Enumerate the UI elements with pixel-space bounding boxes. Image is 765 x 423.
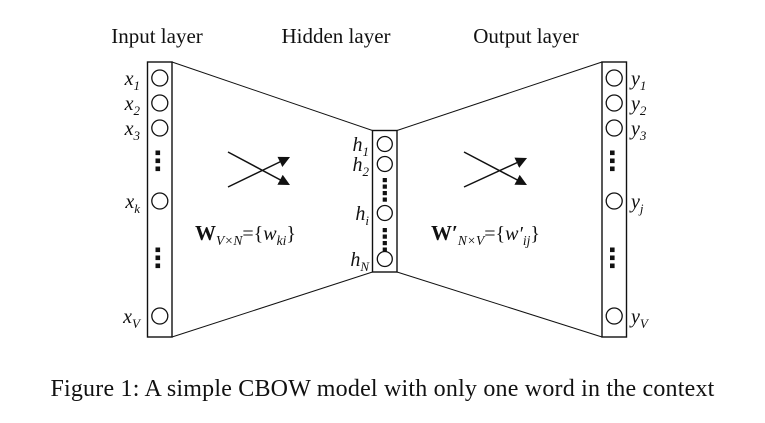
output-node-circle — [605, 307, 623, 325]
ellipsis-dots — [610, 247, 615, 269]
connector-hidden-output-top — [396, 61, 603, 131]
hidden-layer-title: Hidden layer — [281, 24, 390, 48]
connector-input-hidden-top — [171, 61, 373, 131]
connector-hidden-output-bottom — [396, 271, 603, 338]
input-node-label: x3 — [124, 118, 141, 143]
hidden-node-circle — [376, 204, 393, 222]
input-node-circle — [151, 94, 169, 112]
mapping-arrow — [227, 156, 291, 188]
layer-connectors — [171, 61, 603, 338]
output-node-label: y3 — [629, 118, 647, 143]
hidden-node-label: h2 — [353, 154, 370, 179]
input-node-circle — [151, 307, 169, 325]
mapping-arrow — [227, 151, 290, 186]
ellipsis-dots — [610, 150, 615, 172]
input-node-label: xk — [124, 191, 140, 216]
input-layer-title: Input layer — [111, 24, 203, 48]
hidden-layer-rect — [371, 129, 398, 273]
output-node-label: y2 — [629, 93, 647, 118]
ellipsis-dots — [155, 150, 161, 172]
cbow-diagram: Input layer Hidden layer Output layer — [111, 24, 650, 338]
output-layer-title: Output layer — [473, 24, 579, 48]
input-node-circle — [151, 69, 169, 87]
input-layer: x1 x2 x3 xk xV — [122, 61, 173, 338]
hidden-node-circle — [376, 250, 393, 268]
output-node-circle — [605, 192, 623, 210]
hidden-layer: h1 h2 hi hN — [350, 129, 398, 274]
output-layer: y1 y2 y3 yj yV — [601, 61, 650, 338]
ellipsis-dots — [382, 228, 387, 252]
input-hidden-weight-label: WV×N={wki} — [195, 221, 296, 248]
output-node-circle — [605, 69, 623, 87]
mapping-arrow — [463, 151, 527, 186]
input-node-label: x2 — [124, 93, 141, 118]
input-node-circle — [151, 192, 169, 210]
hidden-node-circle — [376, 135, 393, 153]
connector-input-hidden-bottom — [171, 271, 373, 338]
hidden-node-circle — [376, 155, 393, 173]
ellipsis-dots — [155, 247, 161, 269]
hidden-output-arrows — [463, 151, 528, 188]
output-node-circle — [605, 94, 623, 112]
figure-caption: Figure 1: A simple CBOW model with only … — [50, 376, 715, 402]
input-node-circle — [151, 119, 169, 137]
output-layer-rect — [601, 61, 628, 338]
output-node-label: y1 — [629, 68, 646, 93]
hidden-node-label: h1 — [353, 134, 370, 159]
input-node-label: xV — [122, 306, 142, 331]
hidden-node-label: hi — [355, 203, 369, 228]
output-node-circle — [605, 119, 623, 137]
input-layer-rect — [146, 61, 173, 338]
hidden-node-label: hN — [350, 249, 370, 274]
mapping-arrow — [463, 157, 528, 188]
ellipsis-dots — [382, 178, 387, 202]
output-node-label: yj — [629, 191, 644, 216]
input-node-label: x1 — [124, 68, 140, 93]
hidden-output-weight-label: W′N×V={w′ij} — [431, 221, 540, 248]
input-hidden-arrows — [227, 151, 291, 188]
output-node-label: yV — [629, 306, 650, 331]
